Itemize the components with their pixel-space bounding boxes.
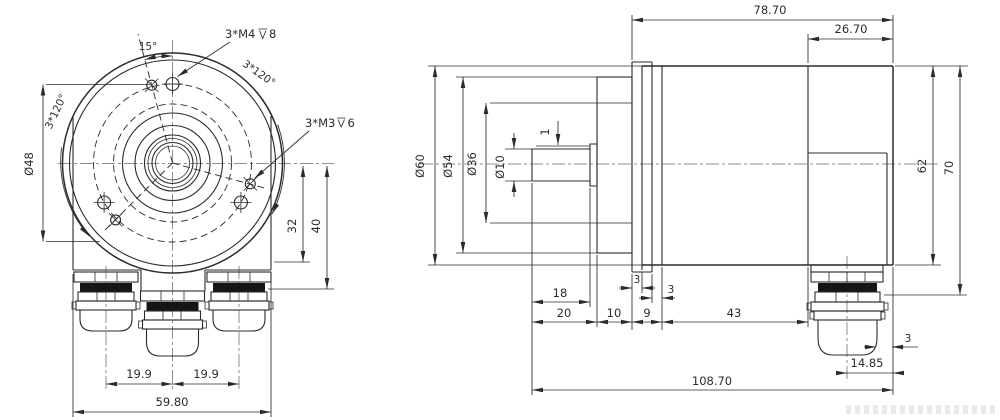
height32-dimension: 32 xyxy=(274,165,310,263)
dia10-label: Ø10 xyxy=(493,155,507,179)
front-m4-holes xyxy=(93,73,252,213)
plate3-left-label: 3 xyxy=(634,274,641,286)
arc120-left-label: 3*120° xyxy=(43,92,70,131)
dia36-dimension: Ø36 xyxy=(465,102,489,224)
m3-callout-label: 3*M3 xyxy=(305,116,335,130)
side-body xyxy=(642,65,894,266)
front-centerlines xyxy=(58,40,334,392)
side-dimensions: 78.70 26.70 Ø60 Ø54 Ø36 Ø10 xyxy=(413,3,968,395)
length10-label: 10 xyxy=(607,306,622,320)
height62-label: 62 xyxy=(915,159,929,174)
length-top-dimension: 78.70 xyxy=(631,3,894,63)
length18-dimension: 18 xyxy=(531,188,591,307)
front-inner-circles xyxy=(121,112,224,214)
length-total-label: 108.70 xyxy=(692,374,732,388)
angle15-label: 15° xyxy=(139,41,158,53)
angle15-dimension: 15° xyxy=(139,41,173,61)
side-centerlines xyxy=(420,163,938,380)
front-view xyxy=(58,33,334,392)
height40-dimension: 40 xyxy=(268,165,334,290)
dia54-dimension: Ø54 xyxy=(441,76,598,254)
front-cable-gland-center xyxy=(138,290,207,357)
front-body-outline xyxy=(61,52,284,292)
m4-callout-label: 3*M4 xyxy=(225,27,255,41)
dia48-label: Ø48 xyxy=(22,152,36,176)
length-top-label: 78.70 xyxy=(754,3,787,17)
height62-dimension: 62 xyxy=(895,65,968,266)
plate3-mid-dimension: 3 xyxy=(639,267,675,330)
height40-label: 40 xyxy=(309,219,323,234)
length18-label: 18 xyxy=(553,286,568,300)
height32-label: 32 xyxy=(285,219,299,234)
m3-depth-label: 6 xyxy=(348,116,355,130)
depth-symbol xyxy=(258,28,267,40)
gland-pitch-dimensions: 19.9 19.9 xyxy=(105,367,240,387)
side-view xyxy=(420,61,938,380)
side-pilot-boss-lines xyxy=(490,102,632,224)
width-label: 59.80 xyxy=(156,395,189,409)
dia10-dimension: Ø10 xyxy=(493,133,532,197)
length43-dimension: 43 xyxy=(661,267,809,327)
dia48-dimension: Ø48 xyxy=(22,84,150,242)
watermark xyxy=(846,405,996,414)
length20-dimension: 20 xyxy=(531,255,598,327)
length-total-dimension: 108.70 xyxy=(531,183,894,395)
length9-label: 9 xyxy=(643,306,650,320)
rear3-label: 3 xyxy=(905,333,912,345)
length20-label: 20 xyxy=(557,306,572,320)
plate3-left-dimension: 3 xyxy=(619,272,655,330)
depth-symbol xyxy=(337,117,346,129)
step1-label: 1 xyxy=(538,128,552,135)
gland-offset-label: 14.85 xyxy=(851,356,884,370)
dia36-label: Ø36 xyxy=(465,152,479,176)
m4-callout: 3*M4 8 xyxy=(177,27,276,77)
gland-offset-dimension: 14.85 xyxy=(836,356,904,376)
dia60-label: Ø60 xyxy=(413,154,427,178)
side-cable-gland xyxy=(806,264,889,356)
dia54-label: Ø54 xyxy=(441,154,455,178)
length9-dimension: 9 xyxy=(631,306,663,325)
step1-dimension: 1 xyxy=(538,121,561,146)
length-rear-label: 26.70 xyxy=(835,22,868,36)
m4-depth-label: 8 xyxy=(269,27,276,41)
height70-dimension: 70 xyxy=(884,65,967,296)
side-shaft xyxy=(531,143,598,187)
front-cable-gland-left xyxy=(71,271,141,332)
length43-label: 43 xyxy=(727,306,742,320)
length10-dimension: 10 xyxy=(596,306,633,325)
height70-label: 70 xyxy=(942,161,956,176)
front-m3-holes xyxy=(108,78,258,227)
rear3-dimension: 3 xyxy=(864,333,918,350)
length-rear-dimension: 26.70 xyxy=(807,22,894,63)
side-front-plates xyxy=(631,61,663,273)
front-cable-gland-right xyxy=(204,271,274,332)
pitch-left-label: 19.9 xyxy=(126,367,152,381)
arc120-top-label: 3*120° xyxy=(240,58,277,89)
plate3-mid-label: 3 xyxy=(668,284,675,296)
dia60-dimension: Ø60 xyxy=(413,65,646,266)
width-dimension: 59.80 xyxy=(72,274,272,417)
pitch-right-label: 19.9 xyxy=(193,367,219,381)
m3-callout: 3*M3 6 xyxy=(254,116,355,179)
